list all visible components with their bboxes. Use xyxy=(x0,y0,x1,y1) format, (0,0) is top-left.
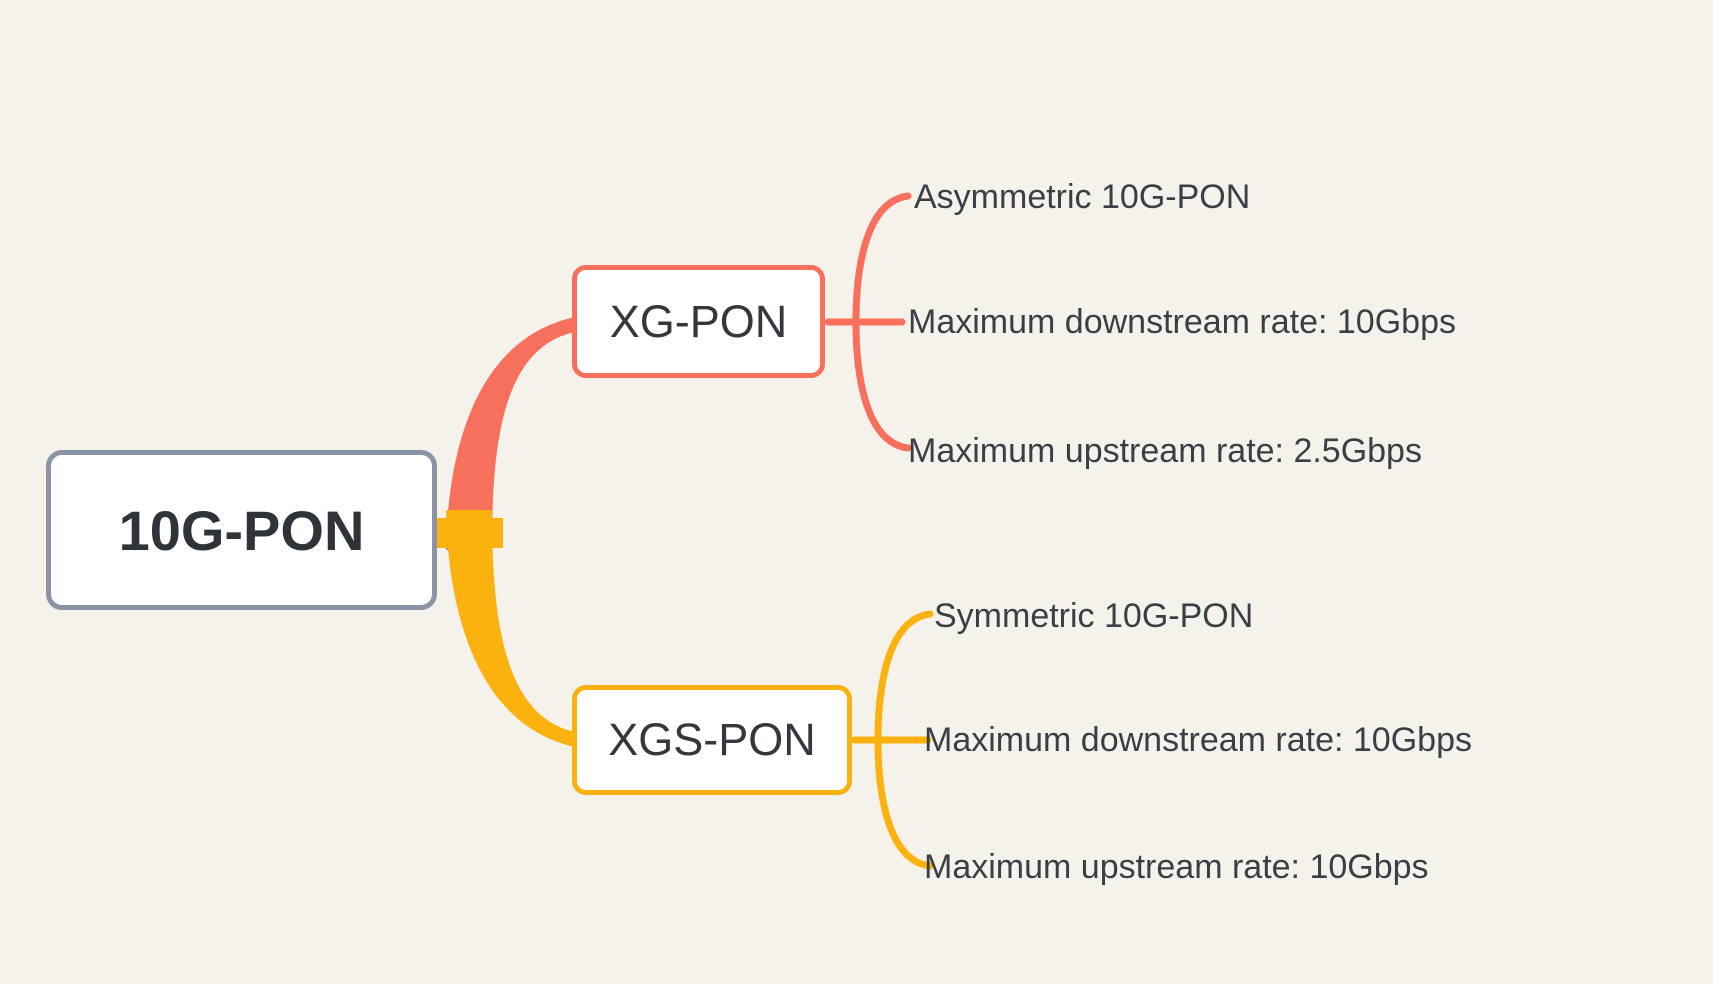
subtopic-xg-downstream-rate[interactable]: Maximum downstream rate: 10Gbps xyxy=(908,302,1456,341)
topic-xgs-pon[interactable]: XGS-PON xyxy=(572,685,852,795)
leaf-arc-xgs-pon xyxy=(874,610,934,870)
subtopic-symmetric-10g-pon[interactable]: Symmetric 10G-PON xyxy=(934,596,1254,635)
leaf-arc-xg-pon xyxy=(852,192,912,452)
branch-curve-xgs-pon xyxy=(446,510,575,747)
subtopic-xg-upstream-rate[interactable]: Maximum upstream rate: 2.5Gbps xyxy=(908,431,1422,470)
subtopic-xgs-downstream-rate[interactable]: Maximum downstream rate: 10Gbps xyxy=(924,720,1472,759)
topic-xg-pon[interactable]: XG-PON xyxy=(572,265,825,378)
root-branch-stub xyxy=(437,518,503,548)
subtopic-asymmetric-10g-pon[interactable]: Asymmetric 10G-PON xyxy=(914,177,1251,216)
subtopic-xgs-upstream-rate[interactable]: Maximum upstream rate: 10Gbps xyxy=(924,847,1429,886)
root-topic[interactable]: 10G-PON xyxy=(46,450,437,610)
branch-curve-xg-pon xyxy=(446,317,575,550)
